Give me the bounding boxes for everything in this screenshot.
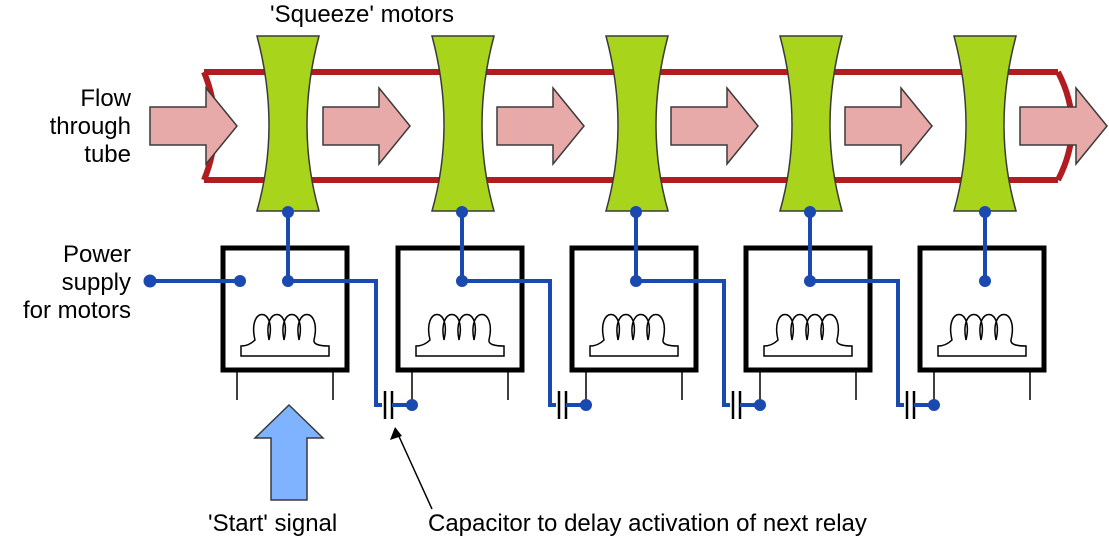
capacitor-pointer [390, 427, 433, 510]
relay-coil-2 [415, 313, 505, 357]
relay-coil-3 [589, 313, 679, 357]
relay-5 [917, 245, 1047, 400]
relay-box-5 [917, 245, 1047, 373]
capacitor-terminal-3 [754, 399, 766, 411]
wiring [143, 206, 991, 407]
capacitor-terminal-4 [928, 399, 940, 411]
flow-arrow-1 [149, 85, 238, 167]
relay-1 [220, 245, 350, 400]
squeeze-motor-2 [431, 35, 495, 212]
motor-terminal-3 [630, 206, 642, 218]
capacitor-terminal-1 [406, 399, 418, 411]
delay-wire-1 [288, 279, 382, 407]
flow-label-line3: tube [84, 141, 131, 168]
delay-wire-2 [462, 279, 556, 407]
squeeze-motor-3 [605, 35, 669, 212]
flow-label-line2: through [50, 113, 131, 140]
flow-arrow-4 [670, 85, 759, 167]
power-label-line1: Power [63, 241, 131, 268]
delay-wire-4 [810, 279, 904, 407]
capacitor-terminal-2 [580, 399, 592, 411]
relays [220, 245, 1047, 400]
stage-wiring-4 [804, 206, 904, 407]
squeeze-motor-4 [779, 35, 843, 212]
flow-arrow-3 [496, 85, 585, 167]
power-input-terminal [143, 274, 157, 288]
relay-contact-5 [979, 275, 991, 287]
start-signal-label: 'Start' signal [208, 510, 337, 537]
squeeze-motor-1 [256, 35, 320, 212]
power-label-line3: for motors [23, 297, 131, 324]
motor-terminal-2 [456, 206, 468, 218]
motor-terminal-5 [979, 206, 991, 218]
start-signal-arrow [253, 403, 325, 501]
capacitors [383, 391, 940, 419]
capacitor-1 [383, 391, 418, 419]
relay-coil-4 [763, 313, 853, 357]
capacitor-3 [731, 391, 766, 419]
flow-label-line1: Flow [80, 85, 131, 112]
flow-arrow-2 [322, 85, 411, 167]
relay-coil-5 [937, 313, 1027, 357]
squeeze-motors-label: 'Squeeze' motors [270, 1, 454, 28]
motor-terminal-4 [804, 206, 816, 218]
stage-wiring-1 [282, 206, 382, 407]
stage-wiring-2 [456, 206, 556, 407]
flow-arrow-6 [1019, 85, 1108, 167]
flow-arrow-5 [844, 85, 933, 167]
capacitor-4 [905, 391, 940, 419]
stage-wiring-3 [630, 206, 730, 407]
power-label-line2: supply [62, 269, 131, 296]
relay-coil-1 [240, 313, 330, 357]
capacitor-note-label: Capacitor to delay activation of next re… [428, 510, 867, 537]
stage-wiring-5 [979, 206, 991, 287]
relay-box-1 [220, 245, 350, 373]
squeeze-motor-5 [953, 35, 1017, 212]
squeeze-motors [256, 35, 1017, 212]
flow-arrows [149, 85, 1108, 167]
relay-1-input-node [234, 275, 246, 287]
motor-terminal-1 [282, 206, 294, 218]
delay-wire-3 [636, 279, 730, 407]
capacitor-2 [557, 391, 592, 419]
